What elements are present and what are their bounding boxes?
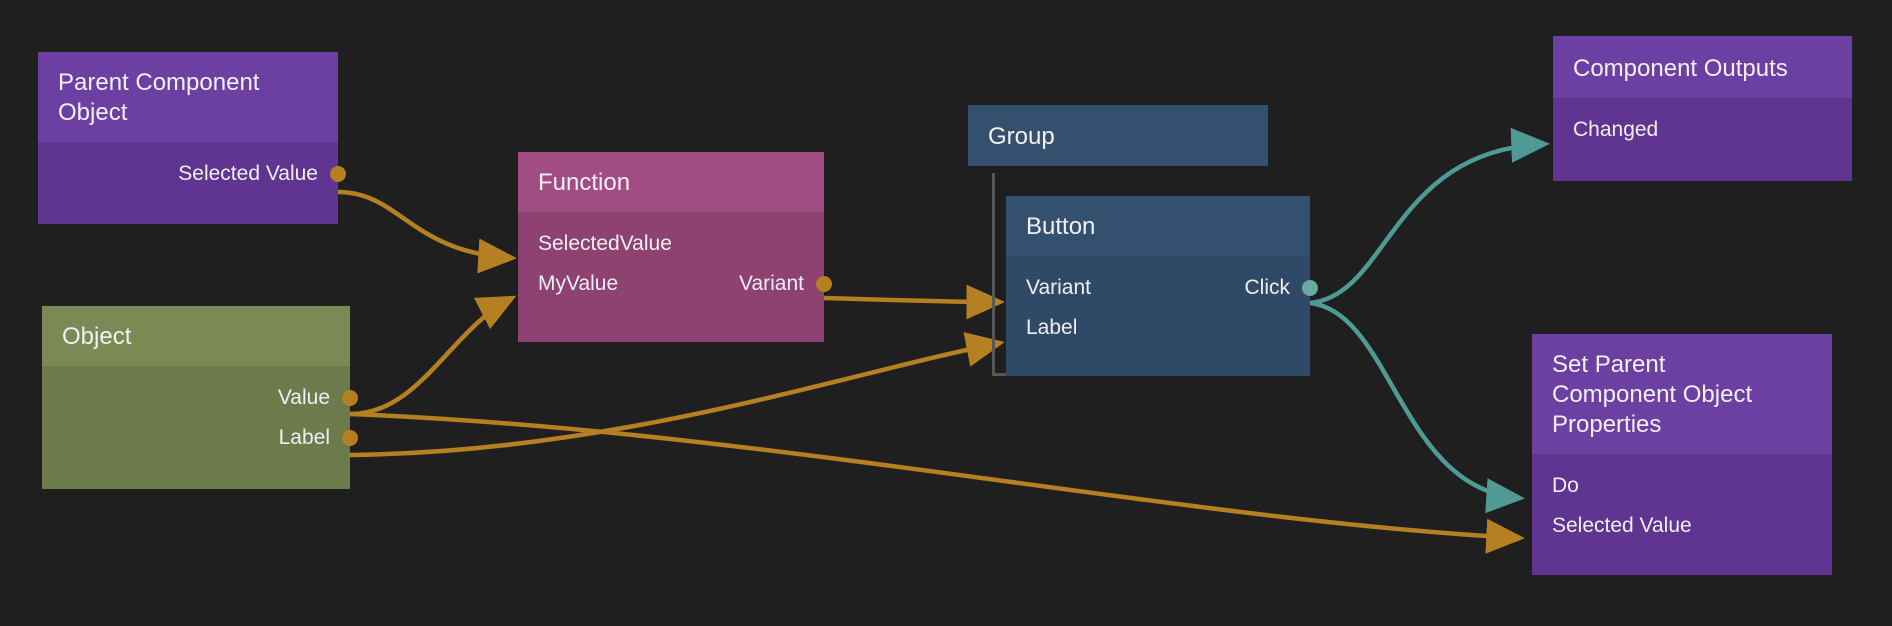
port-label-function-myvalue: MyValue xyxy=(538,272,619,295)
edge-button-click-to-setparent-do xyxy=(1309,300,1525,514)
node-parent-component-object[interactable]: Parent Component Object Selected Value xyxy=(38,52,346,224)
edge-object-label-to-button-label xyxy=(349,332,1005,458)
node-group[interactable]: Group xyxy=(968,105,1268,173)
port-label-object-label: Label xyxy=(278,426,330,449)
port-label-function-selectedvalue: SelectedValue xyxy=(538,232,672,255)
node-set-parent-component-object-properties[interactable]: Set Parent Component Object Properties D… xyxy=(1532,334,1832,575)
port-label-button-label: Label xyxy=(1026,316,1078,339)
port-label-button-variant: Variant xyxy=(1026,276,1091,299)
edge-object-value-to-function-myvalue xyxy=(349,295,517,417)
node-body-component-outputs: Changed xyxy=(1553,98,1852,181)
port-dot-function-variant-out[interactable] xyxy=(816,276,832,292)
port-row-setparent-do[interactable]: Do xyxy=(1532,466,1832,506)
node-title-function: Function xyxy=(518,152,824,212)
port-dot-button-click-out[interactable] xyxy=(1302,280,1318,296)
port-row-setparent-selected-value[interactable]: Selected Value xyxy=(1532,506,1832,546)
node-button[interactable]: Button Variant Click Label xyxy=(1006,196,1318,376)
port-label-selected-value: Selected Value xyxy=(178,162,318,185)
port-row-object-label[interactable]: Label xyxy=(42,418,358,458)
node-object[interactable]: Object Value Label xyxy=(42,306,358,489)
node-title-group: Group xyxy=(968,105,1268,166)
node-title-parent-component-object: Parent Component Object xyxy=(38,52,338,142)
port-row-component-outputs-changed[interactable]: Changed xyxy=(1553,110,1852,150)
port-label-function-variant: Variant xyxy=(739,272,804,295)
port-dot-object-label-out[interactable] xyxy=(342,430,358,446)
node-function[interactable]: Function SelectedValue MyValue Variant xyxy=(518,152,832,342)
port-label-button-click: Click xyxy=(1244,276,1291,299)
port-row-function-myvalue-variant[interactable]: MyValue Variant xyxy=(518,264,832,304)
node-title-component-outputs: Component Outputs xyxy=(1553,36,1852,98)
port-row-button-label[interactable]: Label xyxy=(1006,308,1310,348)
port-dot-object-value-out[interactable] xyxy=(342,390,358,406)
edge-parentobject-selectedvalue-to-function-selectedvalue xyxy=(337,189,517,274)
port-label-object-value: Value xyxy=(277,386,330,409)
node-body-parent-component-object: Selected Value xyxy=(38,142,346,224)
port-dot-selected-value-out[interactable] xyxy=(330,166,346,182)
node-title-set-parent-component-object-properties: Set Parent Component Object Properties xyxy=(1532,334,1832,454)
node-body-set-parent-component-object-properties: Do Selected Value xyxy=(1532,454,1832,575)
edge-function-variant-to-button-variant xyxy=(823,284,1005,320)
port-row-selected-value[interactable]: Selected Value xyxy=(38,154,346,194)
node-body-button: Variant Click Label xyxy=(1006,256,1318,376)
node-body-object: Value Label xyxy=(42,366,358,489)
edge-button-click-to-componentoutputs-changed xyxy=(1309,127,1550,306)
port-row-object-value[interactable]: Value xyxy=(42,378,358,418)
node-title-object: Object xyxy=(42,306,350,366)
group-containment-bracket xyxy=(992,173,1013,376)
edge-object-value-to-setparent-selectedvalue xyxy=(349,411,1525,554)
node-body-function: SelectedValue MyValue Variant xyxy=(518,212,832,342)
port-row-button-variant-click[interactable]: Variant Click xyxy=(1006,268,1318,308)
port-label-component-outputs-changed: Changed xyxy=(1573,118,1659,141)
node-title-button: Button xyxy=(1006,196,1310,256)
node-component-outputs[interactable]: Component Outputs Changed xyxy=(1553,36,1852,181)
port-row-function-selectedvalue[interactable]: SelectedValue xyxy=(518,224,824,264)
port-label-setparent-do: Do xyxy=(1552,474,1579,497)
port-label-setparent-selected-value: Selected Value xyxy=(1552,514,1692,537)
